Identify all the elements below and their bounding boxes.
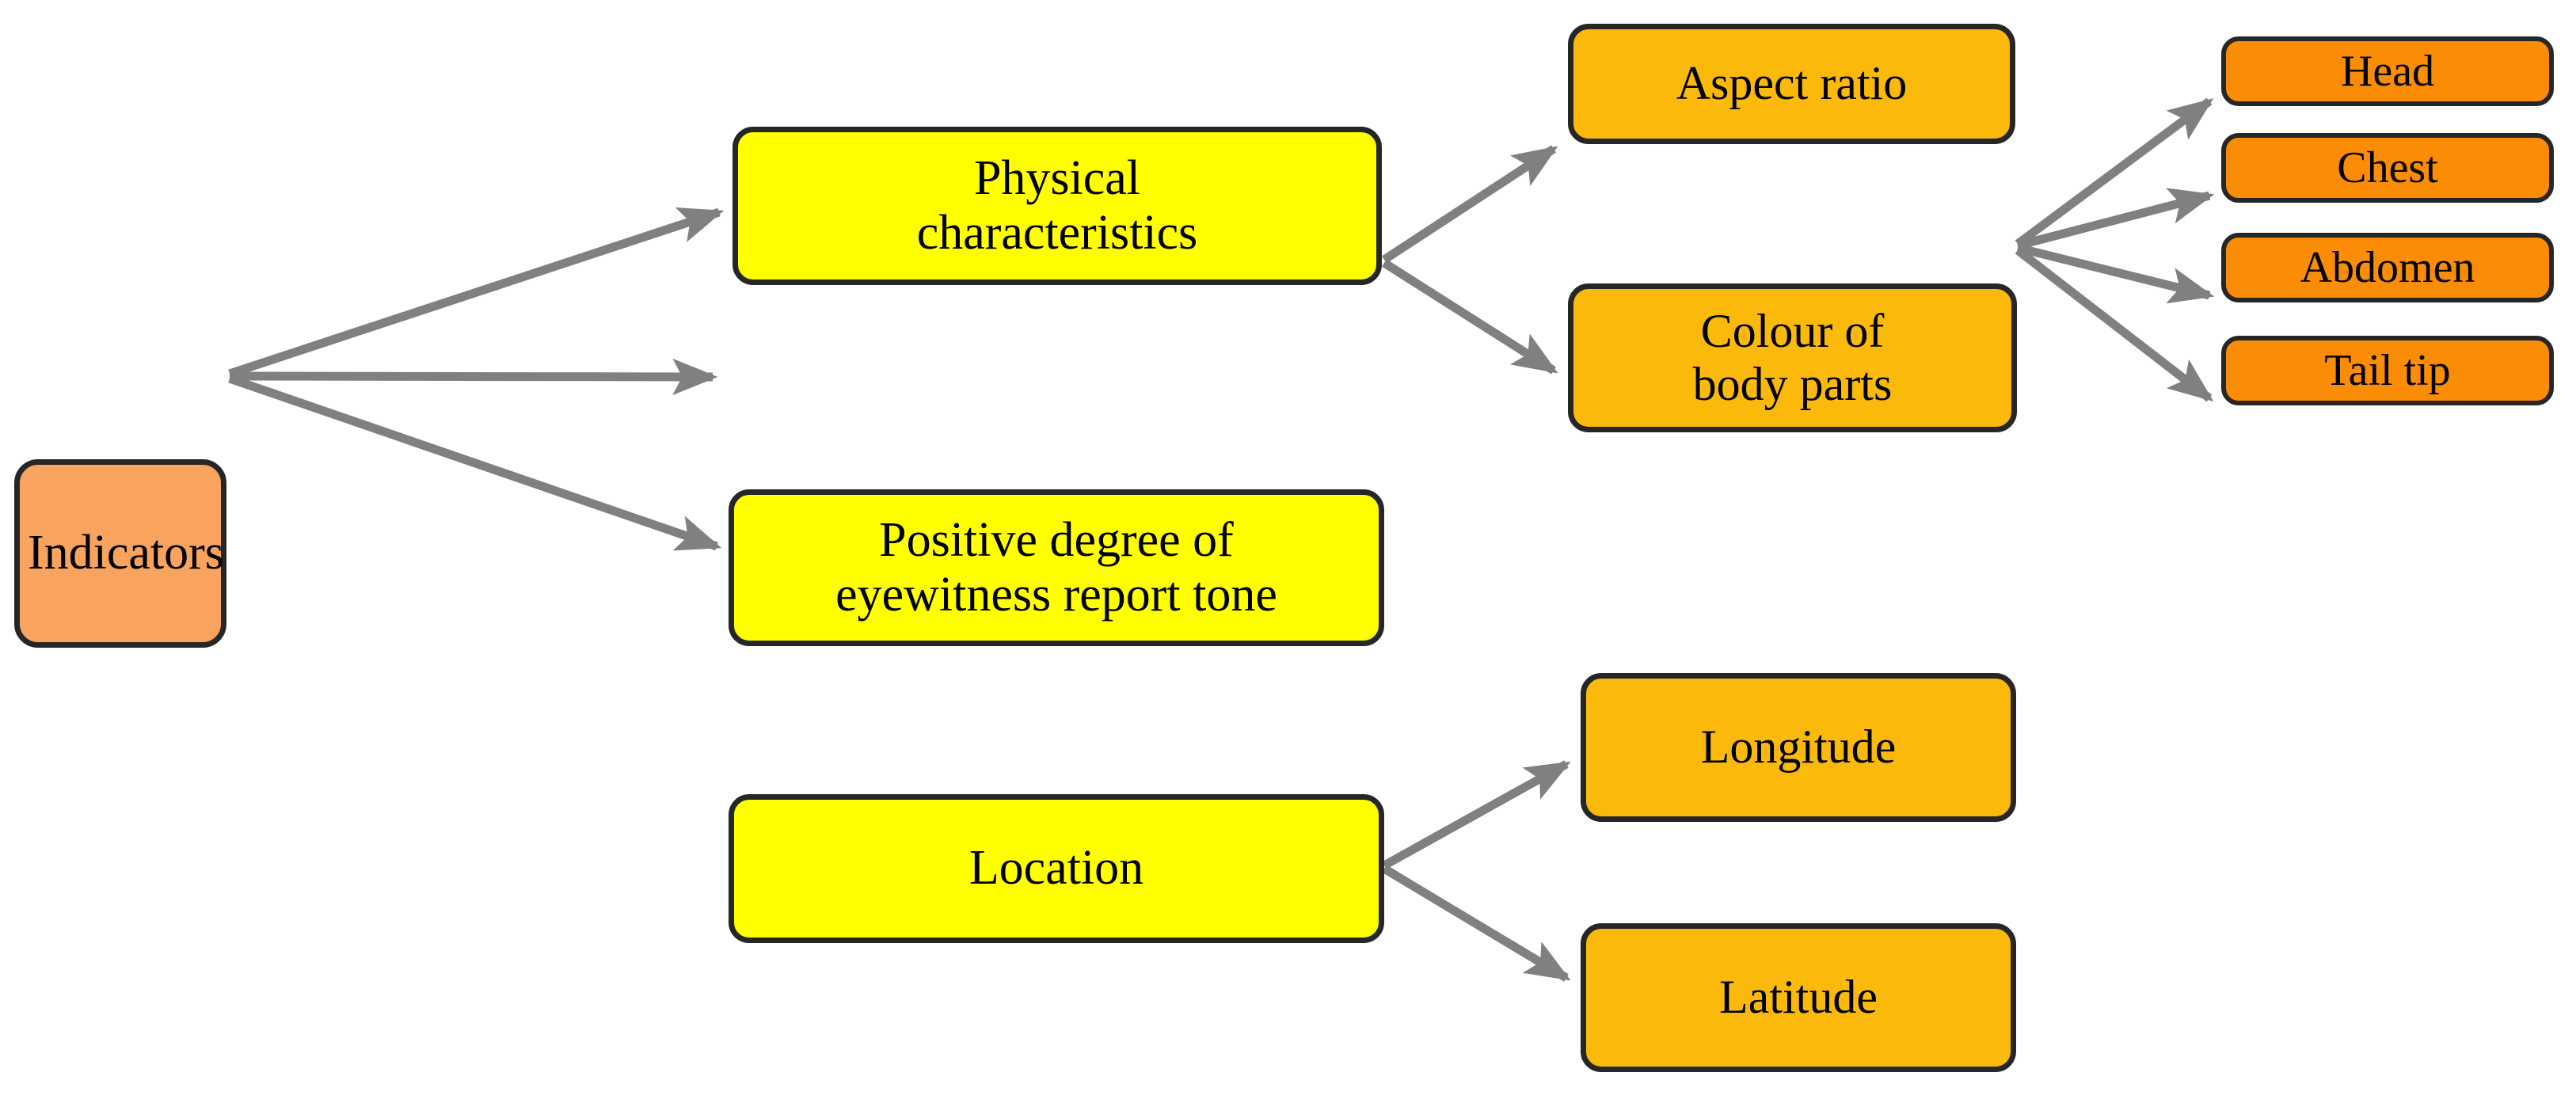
node-latitude[interactable]: Latitude bbox=[1581, 923, 2016, 1072]
node-aspect-ratio-label: Aspect ratio bbox=[1676, 57, 1908, 110]
node-positive-degree-of-eyewitness-report-tone[interactable]: Positive degree of eyewitness report ton… bbox=[729, 489, 1384, 646]
node-tail-tip[interactable]: Tail tip bbox=[2221, 336, 2554, 405]
edge-indicators-to-physical-characteristics bbox=[228, 207, 725, 378]
node-latitude-label: Latitude bbox=[1719, 971, 1878, 1024]
node-longitude[interactable]: Longitude bbox=[1581, 673, 2016, 822]
edge-physical-characteristics-to-colour-of-body-parts bbox=[1382, 259, 1558, 375]
edge-colour-of-body-parts-to-tail-tip bbox=[2015, 246, 2214, 402]
edge-indicators-to-location bbox=[228, 374, 722, 551]
node-tail-tip-label: Tail tip bbox=[2324, 345, 2451, 395]
edge-indicators-to-positive-degree bbox=[229, 358, 718, 396]
edge-location-to-latitude bbox=[1382, 865, 1571, 982]
edge-physical-characteristics-to-aspect-ratio bbox=[1381, 145, 1558, 264]
node-longitude-label: Longitude bbox=[1700, 721, 1897, 774]
node-chest[interactable]: Chest bbox=[2221, 133, 2554, 203]
node-abdomen-label: Abdomen bbox=[2300, 242, 2475, 292]
node-head-label: Head bbox=[2340, 46, 2435, 96]
node-location-label: Location bbox=[968, 841, 1144, 896]
node-abdomen[interactable]: Abdomen bbox=[2221, 233, 2554, 302]
node-aspect-ratio[interactable]: Aspect ratio bbox=[1568, 24, 2015, 144]
edge-colour-of-body-parts-to-head bbox=[2015, 97, 2214, 248]
node-indicators[interactable]: Indicators bbox=[14, 459, 226, 648]
edge-colour-of-body-parts-to-abdomen bbox=[2016, 243, 2215, 304]
edge-location-to-longitude bbox=[1382, 760, 1571, 869]
node-head[interactable]: Head bbox=[2221, 36, 2554, 106]
node-positive-degree-label: Positive degree of eyewitness report ton… bbox=[835, 512, 1277, 622]
node-location[interactable]: Location bbox=[729, 794, 1384, 943]
node-physical-characteristics-label: Physical characteristics bbox=[916, 150, 1198, 260]
node-physical-characteristics[interactable]: Physical characteristics bbox=[732, 127, 1382, 285]
node-colour-of-body-parts-label: Colour of body parts bbox=[1692, 304, 1893, 410]
edge-colour-of-body-parts-to-chest bbox=[2016, 188, 2215, 250]
node-colour-of-body-parts[interactable]: Colour of body parts bbox=[1568, 283, 2017, 432]
node-indicators-label: Indicators bbox=[28, 526, 224, 580]
node-chest-label: Chest bbox=[2337, 143, 2438, 192]
